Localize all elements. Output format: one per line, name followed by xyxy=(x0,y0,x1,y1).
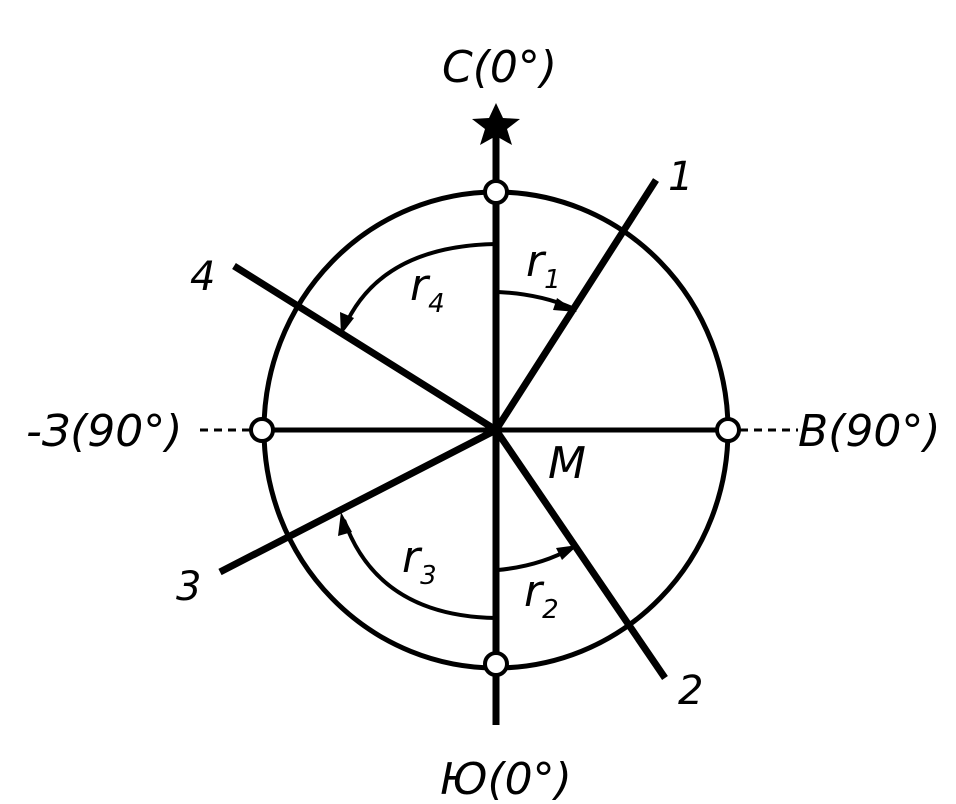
center-point xyxy=(491,425,501,435)
arc-r1-arrowhead xyxy=(553,298,577,312)
line-1 xyxy=(493,178,659,432)
arc-r4-arrowhead xyxy=(340,312,354,335)
west-marker xyxy=(249,417,275,443)
line-3-number: 3 xyxy=(176,564,201,610)
south-marker xyxy=(483,651,509,677)
angle-r1-label: r1 xyxy=(526,236,561,295)
north-label: С(0°) xyxy=(442,42,557,93)
angle-r2-label: r2 xyxy=(524,566,559,625)
west-label: -З(90°) xyxy=(26,406,182,457)
south-label: Ю(0°) xyxy=(440,754,572,804)
angle-r4-label: r4 xyxy=(410,260,445,319)
star-icon xyxy=(472,103,520,145)
arc-r3-arrowhead xyxy=(338,512,352,536)
line-3 xyxy=(218,426,498,576)
angle-r3-label: r3 xyxy=(402,532,437,591)
arc-r4 xyxy=(342,242,497,329)
line-2 xyxy=(493,428,668,680)
east-label: В(90°) xyxy=(798,406,941,457)
line-2-number: 2 xyxy=(678,668,703,714)
arc-r2-arrowhead xyxy=(556,545,578,560)
arc-r3 xyxy=(342,519,497,620)
north-marker xyxy=(483,179,509,205)
line-4 xyxy=(232,263,498,433)
east-marker xyxy=(715,417,741,443)
center-label: M xyxy=(548,438,586,489)
line-1-number: 1 xyxy=(668,154,693,200)
line-4-number: 4 xyxy=(190,254,215,300)
